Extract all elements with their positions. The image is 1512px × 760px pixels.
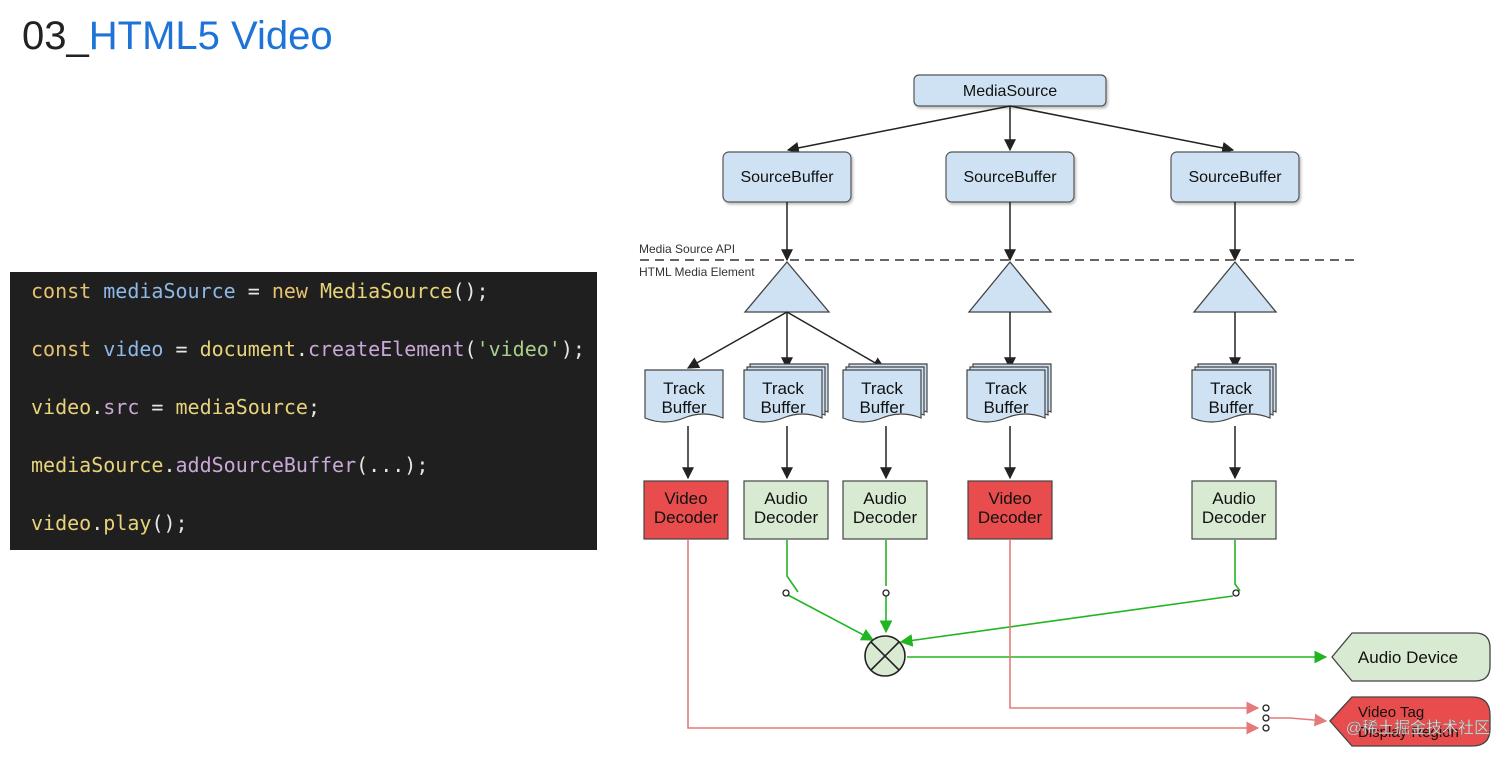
slide-title: 03_HTML5 Video [22,12,333,60]
video-tag-label-2: Display Region [1358,724,1459,741]
audio-mixer [864,635,906,677]
mediasource-label: MediaSource [963,83,1057,100]
code-token: ); [560,337,585,361]
demux-triangle [967,260,1053,313]
code-token: addSourceBuffer [175,453,357,477]
track-buffer-label: Buffer [859,398,904,417]
code-token: ( [464,337,477,361]
code-token: document [199,337,296,361]
audio-decoder-label: Decoder [1202,508,1267,527]
code-line: const mediaSource = new MediaSource(); [10,274,597,332]
html-media-element-label: HTML Media Element [639,265,755,279]
code-token: . [91,511,104,535]
sourcebuffer-node: SourceBuffer [722,151,852,203]
audio-device-label: Audio Device [1358,648,1458,667]
sourcebuffer-label: SourceBuffer [963,169,1057,186]
track-buffer-label: Track [663,379,705,398]
track-buffer-label: Buffer [661,398,706,417]
audio-device-node: Audio Device [1331,632,1491,682]
track-buffer-label: Track [762,379,804,398]
track-buffer-label: Buffer [983,398,1028,417]
code-token: (...); [356,453,429,477]
decoders: VideoDecoderAudioDecoderAudioDecoderVide… [643,480,1277,540]
code-token: src [103,395,140,419]
code-token: (); [151,511,188,535]
video-decoder-label: Decoder [978,508,1043,527]
track-buffer-label: Track [1210,379,1252,398]
code-token: const [31,337,104,361]
code-token: play [103,511,152,535]
slide-title-number: 03_ [22,14,89,58]
mediasource-node: MediaSource [913,74,1107,107]
code-token: . [91,395,104,419]
code-token: mediaSource [103,279,236,303]
code-block: const mediaSource = new MediaSource();co… [10,272,597,550]
demux-triangle [1192,260,1278,313]
audio-decoder-label: Decoder [853,508,918,527]
code-token: const [31,279,104,303]
video-lines [687,540,1328,735]
code-token: = [163,337,200,361]
sourcebuffer-node: SourceBuffer [1170,151,1300,203]
track-buffer-label: Track [985,379,1027,398]
sourcebuffer-label: SourceBuffer [1188,169,1282,186]
audio-decoder-label: Audio [764,489,807,508]
sourcebuffer-label: SourceBuffer [740,169,834,186]
video-decoder-label: Video [988,489,1031,508]
sourcebuffer-node: SourceBuffer [945,151,1075,203]
audio-decoder-label: Audio [1212,489,1255,508]
code-token: (); [452,279,489,303]
media-source-api-label: Media Source API [639,242,735,256]
code-line: video.src = mediaSource; [10,390,597,448]
audio-decoder-label: Audio [863,489,906,508]
code-token: 'video' [476,337,561,361]
video-tag-node: Video Tag Display Region [1329,696,1491,747]
track-buffer-label: Track [861,379,903,398]
code-token: video [31,511,92,535]
code-line: const video = document.createElement('vi… [10,332,597,390]
code-token: . [295,337,308,361]
code-token: MediaSource [320,279,453,303]
code-line: mediaSource.addSourceBuffer(...); [10,448,597,506]
track-buffers: TrackBufferTrackBufferTrackBufferTrackBu… [644,363,1277,423]
code-token: video [31,395,92,419]
code-token: = [235,279,272,303]
code-token: createElement [307,337,465,361]
code-token: . [163,453,176,477]
track-buffer-label: Buffer [760,398,805,417]
video-decoder-label: Video [664,489,707,508]
code-token: ; [307,395,321,419]
demux-triangle [743,260,831,313]
code-line: video.play(); [10,506,597,564]
track-buffer-label: Buffer [1208,398,1253,417]
code-token: = [139,395,176,419]
audio-decoder-label: Decoder [754,508,819,527]
watermark: @稀土掘金技术社区 [1346,719,1490,737]
code-token: new [271,279,320,303]
video-decoder-label: Decoder [654,508,719,527]
slide-title-text: HTML5 Video [88,14,333,58]
code-token: video [103,337,164,361]
code-token: mediaSource [175,395,308,419]
code-token: mediaSource [31,453,164,477]
video-tag-label-1: Video Tag [1358,704,1424,721]
audio-lines [785,540,1328,664]
